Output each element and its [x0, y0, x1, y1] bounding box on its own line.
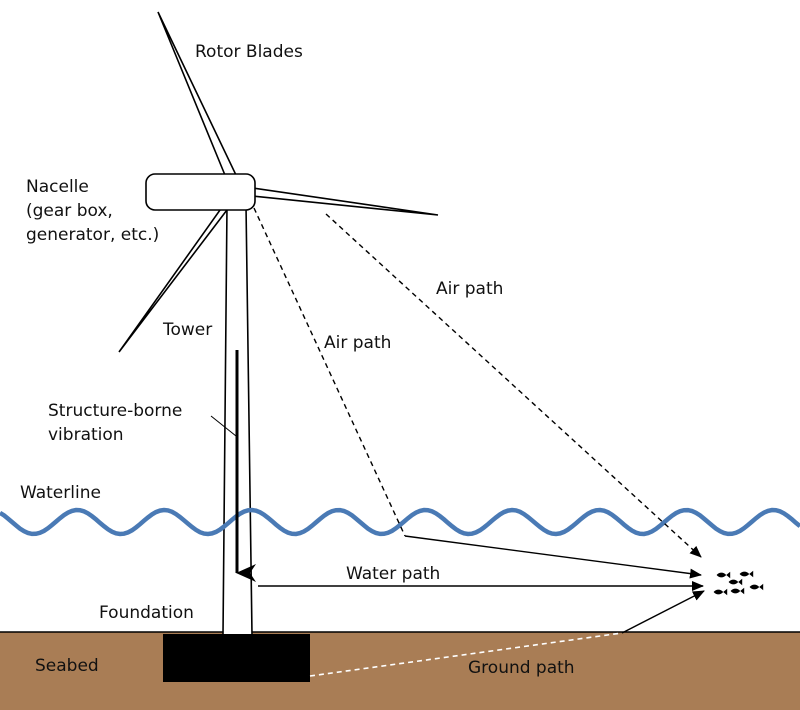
label-waterline: Waterline: [20, 483, 101, 503]
label-structure-borne-1: Structure-borne: [48, 401, 182, 421]
label-nacelle-1: Nacelle: [26, 177, 89, 197]
nacelle: [145, 173, 256, 211]
label-nacelle-2: (gear box,: [26, 201, 113, 221]
ground-path-line: [309, 632, 623, 677]
fish-school: [713, 570, 764, 596]
label-foundation: Foundation: [99, 603, 194, 623]
label-nacelle-3: generator, etc.): [26, 225, 159, 245]
ground-path-rise: [621, 590, 705, 634]
air-path-upper-line: [325, 213, 702, 558]
fish-icon: [716, 571, 731, 579]
rotor-blades: [118, 11, 439, 353]
seabed-area: [0, 632, 800, 710]
rotor-blade-right: [251, 187, 439, 216]
label-air-path-upper: Air path: [436, 279, 503, 299]
label-seabed: Seabed: [35, 656, 99, 676]
fish-icon: [749, 583, 764, 591]
waterline-wave: [0, 507, 800, 537]
label-structure-borne-2: vibration: [48, 425, 124, 445]
rotor-blade-upper: [157, 11, 238, 182]
fish-icon: [713, 588, 728, 596]
label-tower: Tower: [162, 320, 212, 340]
label-water-path: Water path: [346, 564, 440, 584]
air-path-lower-line: [253, 207, 406, 537]
label-rotor-blades: Rotor Blades: [195, 42, 303, 62]
foundation-block: [163, 634, 310, 682]
fish-icon: [739, 570, 754, 578]
fish-icon: [730, 587, 745, 595]
fish-icon: [728, 578, 743, 586]
structure-borne-leader: [210, 415, 237, 437]
air-path-refracted-line: [404, 535, 702, 579]
label-ground-path: Ground path: [468, 658, 575, 678]
label-air-path-lower: Air path: [324, 333, 391, 353]
